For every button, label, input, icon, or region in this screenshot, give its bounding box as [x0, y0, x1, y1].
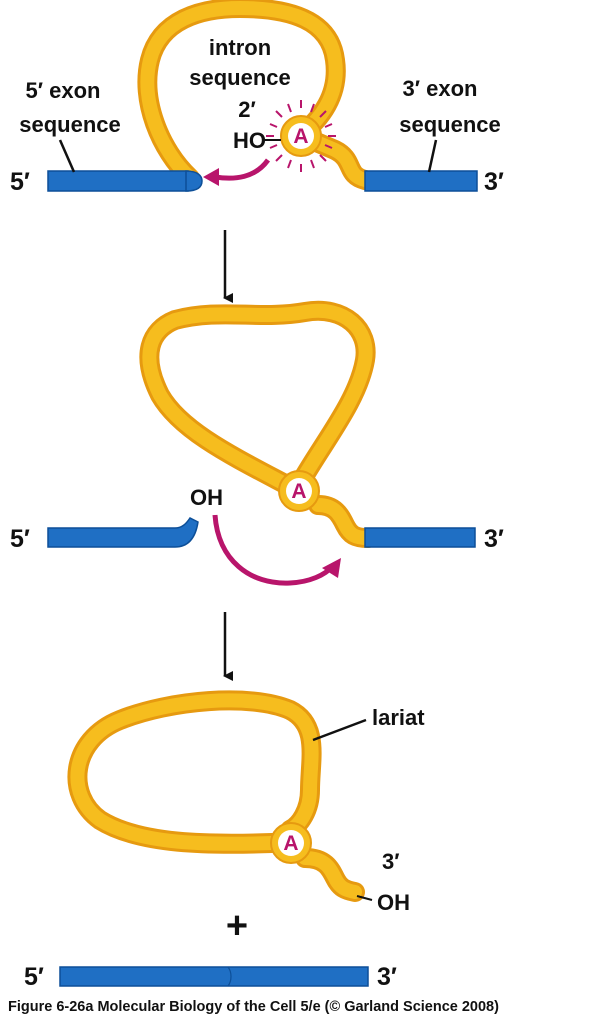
adenine-label-step1: A [293, 125, 308, 148]
intron-label-line2: sequence [189, 65, 291, 90]
three-prime-label-step3: 3′ [382, 849, 400, 874]
attack-arrow-step2 [212, 514, 335, 586]
attack-arrow-step1 [214, 158, 271, 181]
five-exon-label-line2: sequence [19, 112, 121, 137]
plus-sign: + [226, 905, 248, 947]
three-exon-label-line1: 3′ exon [403, 76, 478, 101]
oh-label-step3: OH [377, 890, 410, 915]
five-exon-label-line1: 5′ exon [26, 78, 101, 103]
exon-5-bar-step2 [47, 517, 199, 548]
lariat-label: lariat [372, 705, 425, 730]
end-3-label-step3: 3′ [377, 963, 397, 991]
step2-panel: A OH 5′ 3′ [10, 300, 504, 586]
exon-5-bar-step1 [47, 170, 189, 192]
oh-label-step2: OH [190, 485, 223, 510]
end-5-label-step2: 5′ [10, 525, 30, 553]
adenine-label-step2: A [291, 480, 306, 503]
end-3-label-step2: 3′ [484, 525, 504, 553]
end-3-label-step1: 3′ [484, 168, 504, 196]
exon-3-bar-step1 [364, 170, 478, 192]
intron-loop-step2 [139, 300, 376, 494]
ligated-exons-bar [59, 966, 369, 987]
exon-3-bar-step2 [364, 527, 476, 548]
figure-caption: Figure 6-26a Molecular Biology of the Ce… [8, 999, 499, 1015]
branch-point-adenine-step1: A [266, 100, 336, 172]
three-exon-label-line2: sequence [399, 112, 501, 137]
step3-panel: A lariat 3′ OH + 5′ 3′ [24, 690, 425, 991]
end-5-label-step1: 5′ [10, 168, 30, 196]
two-prime-label: 2′ [238, 97, 256, 122]
intron-label-line1: intron [209, 35, 271, 60]
end-5-label-step3: 5′ [24, 963, 44, 991]
ho-label: HO [233, 128, 266, 153]
adenine-label-step3: A [283, 832, 298, 855]
step1-panel: A intron sequence 5′ exon sequence 3′ ex… [10, 0, 504, 196]
